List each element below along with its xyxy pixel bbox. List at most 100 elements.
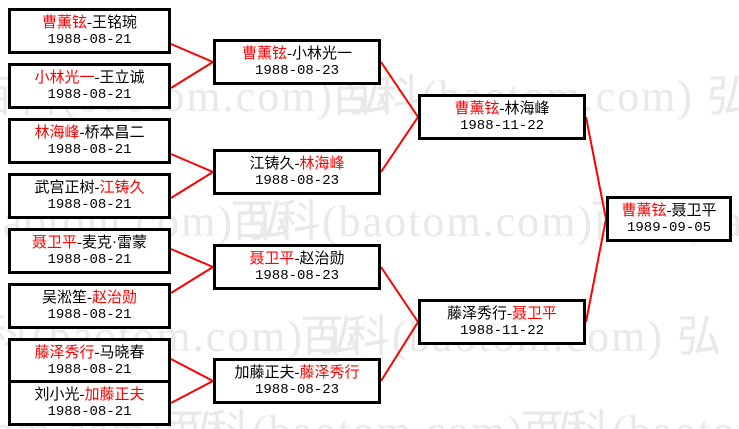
player-separator: - [87, 14, 92, 31]
match-players: 藤泽秀行-聂卫平 [447, 305, 557, 323]
player-left: 刘小光 [34, 386, 80, 403]
connector-line [585, 116, 607, 220]
player-right: 藤泽秀行 [299, 364, 360, 381]
player-right: 赵治勋 [92, 289, 138, 306]
player-right: 赵治勋 [299, 250, 345, 267]
player-separator: - [294, 364, 300, 381]
match-players: 藤泽秀行-马晓春 [34, 344, 144, 362]
player-separator: - [287, 45, 292, 62]
player-left: 曹薰铉 [41, 14, 87, 31]
connector-line [380, 321, 419, 382]
match-date: 1988-08-23 [254, 172, 339, 189]
match-box[interactable]: 聂卫平-赵治勋 1988-08-23 [213, 244, 381, 290]
watermark-text: 百科(baotom.com) 弘 [520, 395, 739, 429]
connector-line [170, 61, 214, 89]
match-box[interactable]: 吴淞笙-赵治勋 1988-08-21 [8, 283, 171, 329]
match-players: 刘小光-加藤正夫 [34, 386, 144, 404]
match-box[interactable]: 江铸久-林海峰 1988-08-23 [213, 149, 381, 195]
match-players: 聂卫平-赵治勋 [249, 250, 344, 268]
match-players: 曹薰铉-小林光一 [242, 45, 352, 63]
match-players: 曹薰铉-林海峰 [454, 100, 549, 118]
match-box[interactable]: 聂卫平-麦克·雷蒙 1988-08-21 [8, 228, 171, 274]
connector-line [170, 358, 214, 382]
player-left: 曹薰铉 [454, 100, 500, 117]
match-date: 1988-08-21 [47, 306, 132, 323]
match-date: 1988-08-21 [47, 403, 132, 420]
connector-line [380, 61, 419, 118]
player-right: 王立诚 [99, 69, 145, 86]
player-right: 江铸久 [99, 179, 145, 196]
player-left: 加藤正夫 [234, 364, 295, 381]
player-left: 藤泽秀行 [34, 344, 95, 361]
match-box[interactable]: 林海峰-桥本昌二 1988-08-21 [8, 118, 171, 164]
match-date: 1988-08-23 [254, 62, 339, 79]
connector-line [170, 171, 214, 199]
player-right: 马晓春 [99, 344, 145, 361]
connector-line [380, 116, 419, 173]
player-separator: - [499, 100, 505, 117]
player-right: 聂卫平 [512, 305, 558, 322]
match-players: 吴淞笙-赵治勋 [42, 289, 137, 307]
connector-line [170, 43, 214, 63]
connector-line [170, 248, 214, 268]
match-players: 聂卫平-麦克·雷蒙 [32, 234, 147, 252]
player-left: 小林光一 [34, 69, 95, 86]
match-box-final[interactable]: 曹薰铉-聂卫平 1989-09-05 [606, 196, 732, 242]
match-players: 加藤正夫-藤泽秀行 [234, 364, 359, 382]
player-separator: - [94, 344, 100, 361]
match-box[interactable]: 刘小光-加藤正夫 1988-08-21 [8, 380, 171, 426]
player-left: 藤泽秀行 [446, 305, 507, 322]
player-separator: - [94, 69, 100, 86]
match-players: 武宫正树-江铸久 [34, 179, 144, 197]
player-separator: - [79, 386, 85, 403]
match-box[interactable]: 曹薰铉-王铭琬 1988-08-21 [8, 8, 171, 54]
connector-line [170, 153, 214, 173]
match-players: 江铸久-林海峰 [249, 155, 344, 173]
match-date: 1989-09-05 [626, 219, 711, 236]
match-players: 林海峰-桥本昌二 [34, 124, 144, 142]
player-separator: - [94, 179, 100, 196]
match-date: 1988-08-23 [254, 381, 339, 398]
match-box[interactable]: 藤泽秀行-聂卫平 1988-11-22 [418, 299, 586, 345]
player-left: 聂卫平 [249, 250, 295, 267]
player-right: 加藤正夫 [84, 386, 145, 403]
match-date: 1988-08-21 [47, 141, 132, 158]
connector-line [380, 266, 419, 323]
match-date: 1988-08-21 [47, 196, 132, 213]
match-box[interactable]: 曹薰铉-小林光一 1988-08-23 [213, 39, 381, 85]
match-date: 1988-08-21 [47, 251, 132, 268]
player-separator: - [507, 305, 512, 322]
player-left: 曹薰铉 [241, 45, 287, 62]
player-separator: - [77, 234, 82, 251]
player-right: 聂卫平 [671, 202, 717, 219]
player-separator: - [87, 289, 92, 306]
match-box[interactable]: 小林光一-王立诚 1988-08-21 [8, 63, 171, 109]
player-left: 林海峰 [34, 124, 80, 141]
match-box[interactable]: 武宫正树-江铸久 1988-08-21 [8, 173, 171, 219]
player-left: 聂卫平 [31, 234, 77, 251]
player-right: 林海峰 [504, 100, 550, 117]
player-separator: - [294, 155, 300, 172]
player-left: 吴淞笙 [41, 289, 87, 306]
match-date: 1988-11-22 [459, 322, 544, 339]
match-date: 1988-11-22 [459, 117, 544, 134]
match-box[interactable]: 加藤正夫-藤泽秀行 1988-08-23 [213, 358, 381, 404]
match-players: 曹薰铉-聂卫平 [621, 202, 716, 220]
player-left: 江铸久 [249, 155, 295, 172]
connector-line [585, 218, 607, 323]
match-players: 曹薰铉-王铭琬 [42, 14, 137, 32]
match-date: 1988-08-21 [47, 361, 132, 378]
player-separator: - [666, 202, 672, 219]
player-right: 麦克·雷蒙 [82, 234, 147, 251]
player-right: 林海峰 [299, 155, 345, 172]
player-left: 武宫正树 [34, 179, 95, 196]
match-box[interactable]: 曹薰铉-林海峰 1988-11-22 [418, 94, 586, 140]
player-right: 小林光一 [292, 45, 353, 62]
connector-line [170, 380, 214, 404]
player-right: 王铭琬 [92, 14, 138, 31]
match-date: 1988-08-21 [47, 31, 132, 48]
match-date: 1988-08-21 [47, 86, 132, 103]
match-box[interactable]: 藤泽秀行-马晓春 1988-08-21 [8, 338, 171, 384]
player-right: 桥本昌二 [84, 124, 145, 141]
